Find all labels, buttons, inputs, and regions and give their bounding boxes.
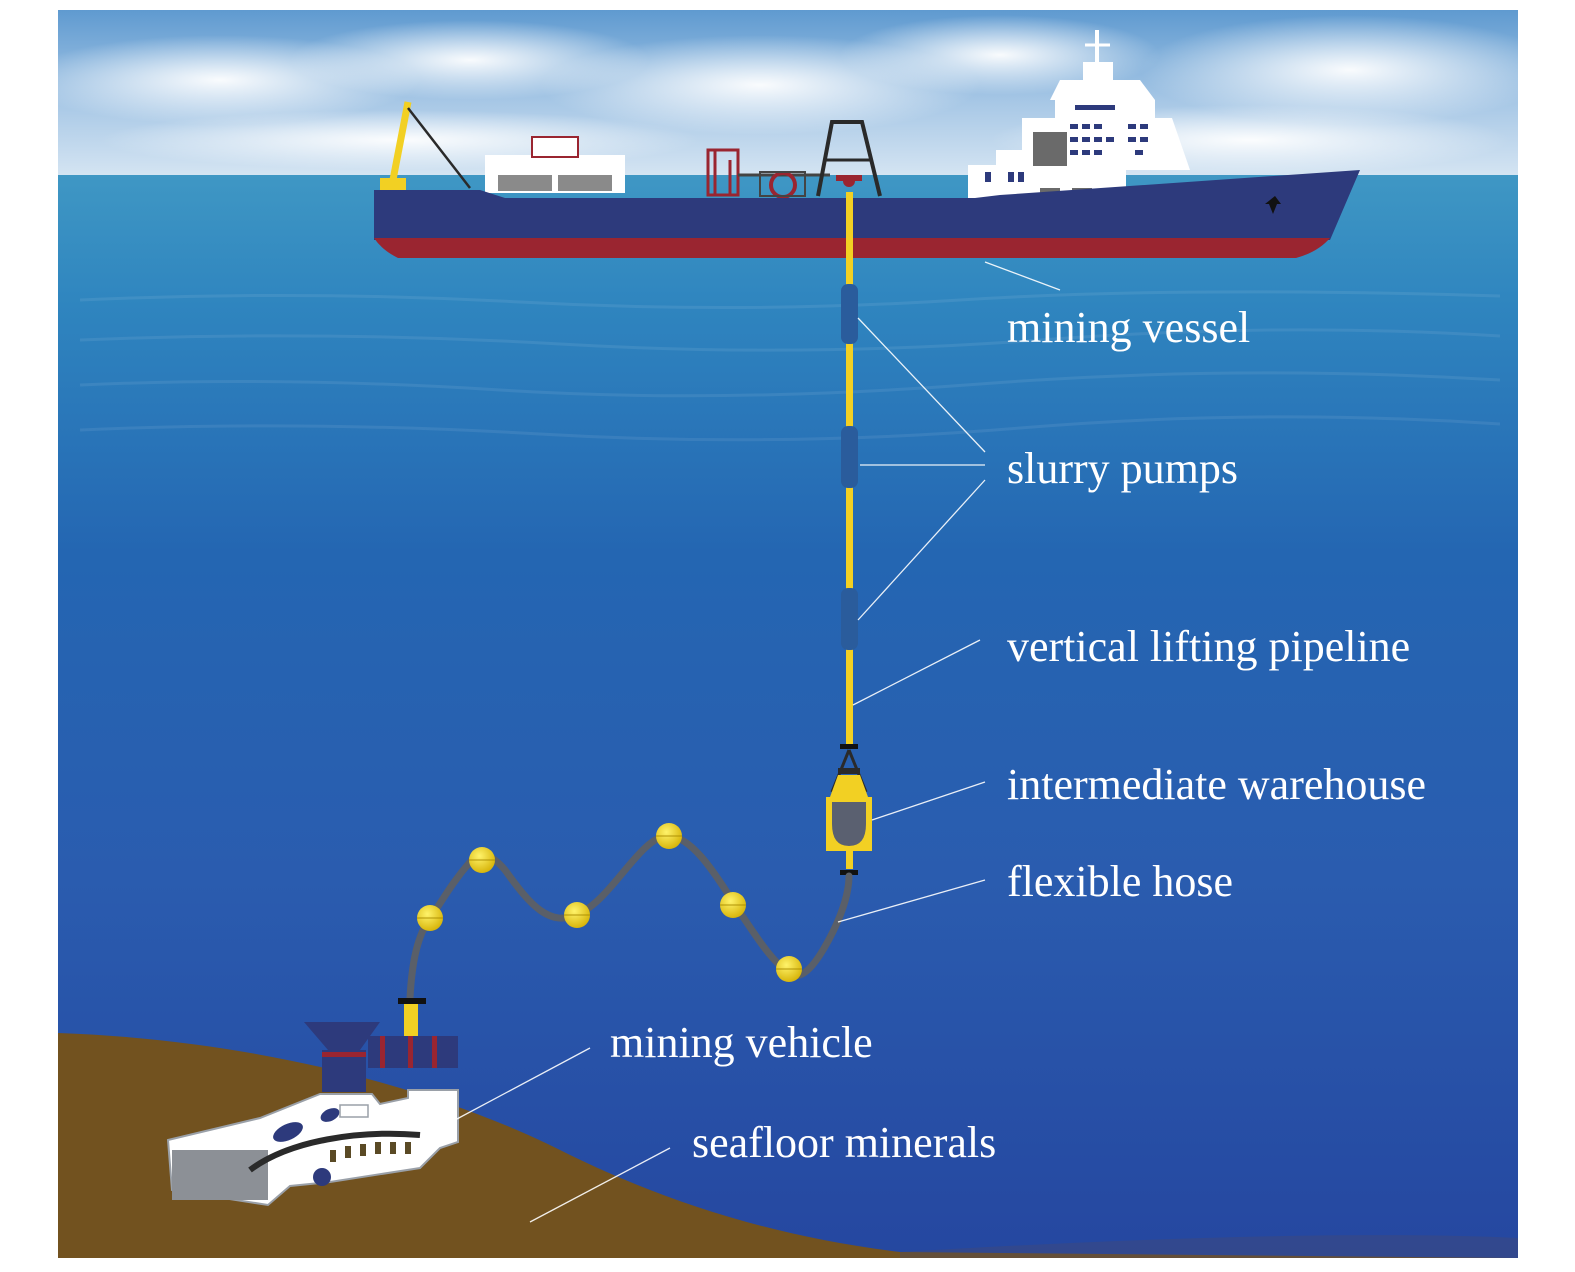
ship-crane bbox=[380, 101, 471, 190]
leader-slurry-pump-1 bbox=[857, 317, 986, 453]
label-flexible-hose: flexible hose bbox=[1007, 857, 1233, 906]
slurry-pump-1 bbox=[841, 284, 858, 344]
labels: mining vessel slurry pumps vertical lift… bbox=[610, 303, 1426, 1167]
leader-vertical-lifting-pipeline bbox=[852, 639, 981, 706]
anchor-icon bbox=[1265, 196, 1281, 214]
leader-mining-vehicle bbox=[454, 1047, 591, 1121]
ship-hull bbox=[374, 170, 1360, 240]
mining-vessel bbox=[374, 30, 1360, 258]
label-vertical-lifting-pipeline: vertical lifting pipeline bbox=[1007, 622, 1410, 671]
seafloor-edge-shade bbox=[900, 1235, 1518, 1258]
leader-flexible-hose bbox=[837, 879, 986, 923]
leader-lines bbox=[454, 261, 1061, 1223]
leader-seafloor-minerals bbox=[529, 1147, 671, 1223]
mid-deck-equipment bbox=[706, 148, 830, 199]
leader-slurry-pump-3 bbox=[857, 479, 986, 621]
label-slurry-pumps: slurry pumps bbox=[1007, 444, 1238, 493]
leader-mining-vessel bbox=[984, 261, 1061, 291]
forward-deckhouse bbox=[485, 136, 625, 193]
slurry-pump-2 bbox=[841, 426, 858, 488]
leader-intermediate-warehouse bbox=[871, 781, 986, 821]
label-intermediate-warehouse: intermediate warehouse bbox=[1007, 760, 1426, 809]
hopper bbox=[304, 1022, 380, 1050]
vertical-lifting-pipeline bbox=[841, 192, 858, 748]
seafloor bbox=[58, 1033, 1518, 1258]
mining-vehicle bbox=[166, 998, 459, 1207]
water-ripples bbox=[79, 290, 1501, 442]
label-seafloor-minerals: seafloor minerals bbox=[692, 1118, 996, 1167]
buoyancy-floats bbox=[417, 823, 802, 982]
flexible-hose bbox=[406, 823, 853, 1002]
slurry-pump-3 bbox=[841, 588, 858, 650]
label-mining-vehicle: mining vehicle bbox=[610, 1018, 873, 1067]
crawler-track-teeth bbox=[330, 1142, 411, 1162]
derrick bbox=[816, 120, 882, 197]
intermediate-warehouse bbox=[826, 744, 872, 875]
label-mining-vessel: mining vessel bbox=[1007, 303, 1250, 352]
